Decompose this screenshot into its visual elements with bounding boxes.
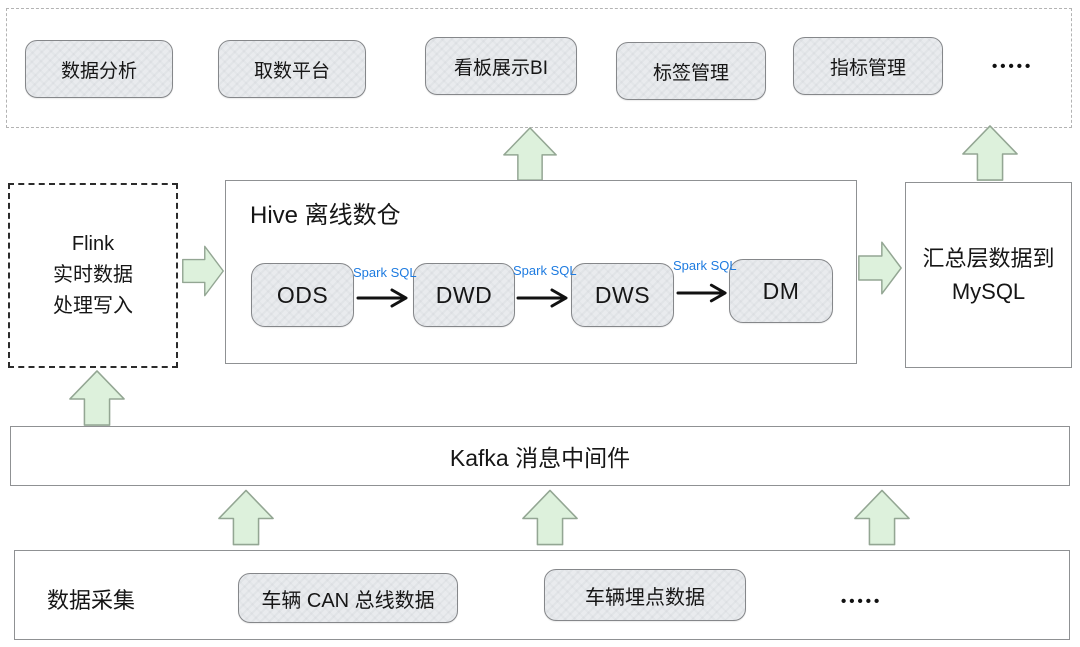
flink-line-1: Flink: [71, 233, 115, 255]
collection-box-tracking-data: 车辆埋点数据: [544, 569, 746, 621]
mysql-box-label: 汇总层数据到 MySQL: [922, 242, 1054, 308]
stage-box-dm: DM: [729, 259, 833, 323]
stage-arrow-icon: [356, 288, 408, 308]
up-arrow-icon: [503, 127, 557, 181]
kafka-label: Kafka 消息中间件: [449, 445, 631, 471]
stage-box-dws: DWS: [571, 263, 674, 327]
stage-box-dwd: DWD: [413, 263, 515, 327]
right-arrow-icon: [858, 241, 902, 295]
app-box-tag-management: 标签管理: [616, 42, 766, 100]
right-arrow-icon: [182, 245, 224, 297]
spark-sql-label: Spark SQL: [353, 265, 417, 280]
flink-line-2: 实时数据: [53, 264, 133, 286]
spark-sql-label: Spark SQL: [673, 258, 737, 273]
app-layer-ellipsis: •••••: [992, 58, 1034, 75]
up-arrow-icon: [522, 489, 578, 546]
mysql-box: 汇总层数据到 MySQL: [905, 182, 1072, 368]
up-arrow-icon: [854, 489, 910, 546]
hive-box: Hive 离线数仓 ODS DWD DWS DM Spark SQL Spark…: [225, 180, 857, 364]
mysql-line-2: MySQL: [951, 279, 1026, 304]
hive-title: Hive 离线数仓: [250, 202, 401, 229]
collection-box-can-data: 车辆 CAN 总线数据: [238, 573, 458, 623]
app-box-bi-dashboard: 看板展示BI: [425, 37, 577, 95]
stage-arrow-icon: [516, 288, 568, 308]
up-arrow-icon: [218, 489, 274, 546]
up-arrow-icon: [69, 370, 125, 426]
spark-sql-label: Spark SQL: [513, 263, 577, 278]
app-box-data-analysis: 数据分析: [25, 40, 173, 98]
collection-title: 数据采集: [47, 588, 136, 613]
kafka-bar: Kafka 消息中间件: [10, 426, 1070, 486]
stage-arrow-icon: [676, 283, 727, 303]
flink-box: Flink 实时数据 处理写入: [8, 183, 178, 368]
stage-box-ods: ODS: [251, 263, 354, 327]
up-arrow-icon: [962, 125, 1018, 181]
flink-box-label: Flink 实时数据 处理写入: [53, 229, 133, 322]
collection-container: 数据采集 车辆 CAN 总线数据 车辆埋点数据 •••••: [14, 550, 1070, 640]
flink-line-3: 处理写入: [53, 295, 133, 317]
collection-ellipsis: •••••: [841, 593, 883, 610]
app-box-metric-management: 指标管理: [793, 37, 943, 95]
mysql-line-1: 汇总层数据到: [922, 246, 1055, 271]
app-box-data-extraction-platform: 取数平台: [218, 40, 366, 98]
